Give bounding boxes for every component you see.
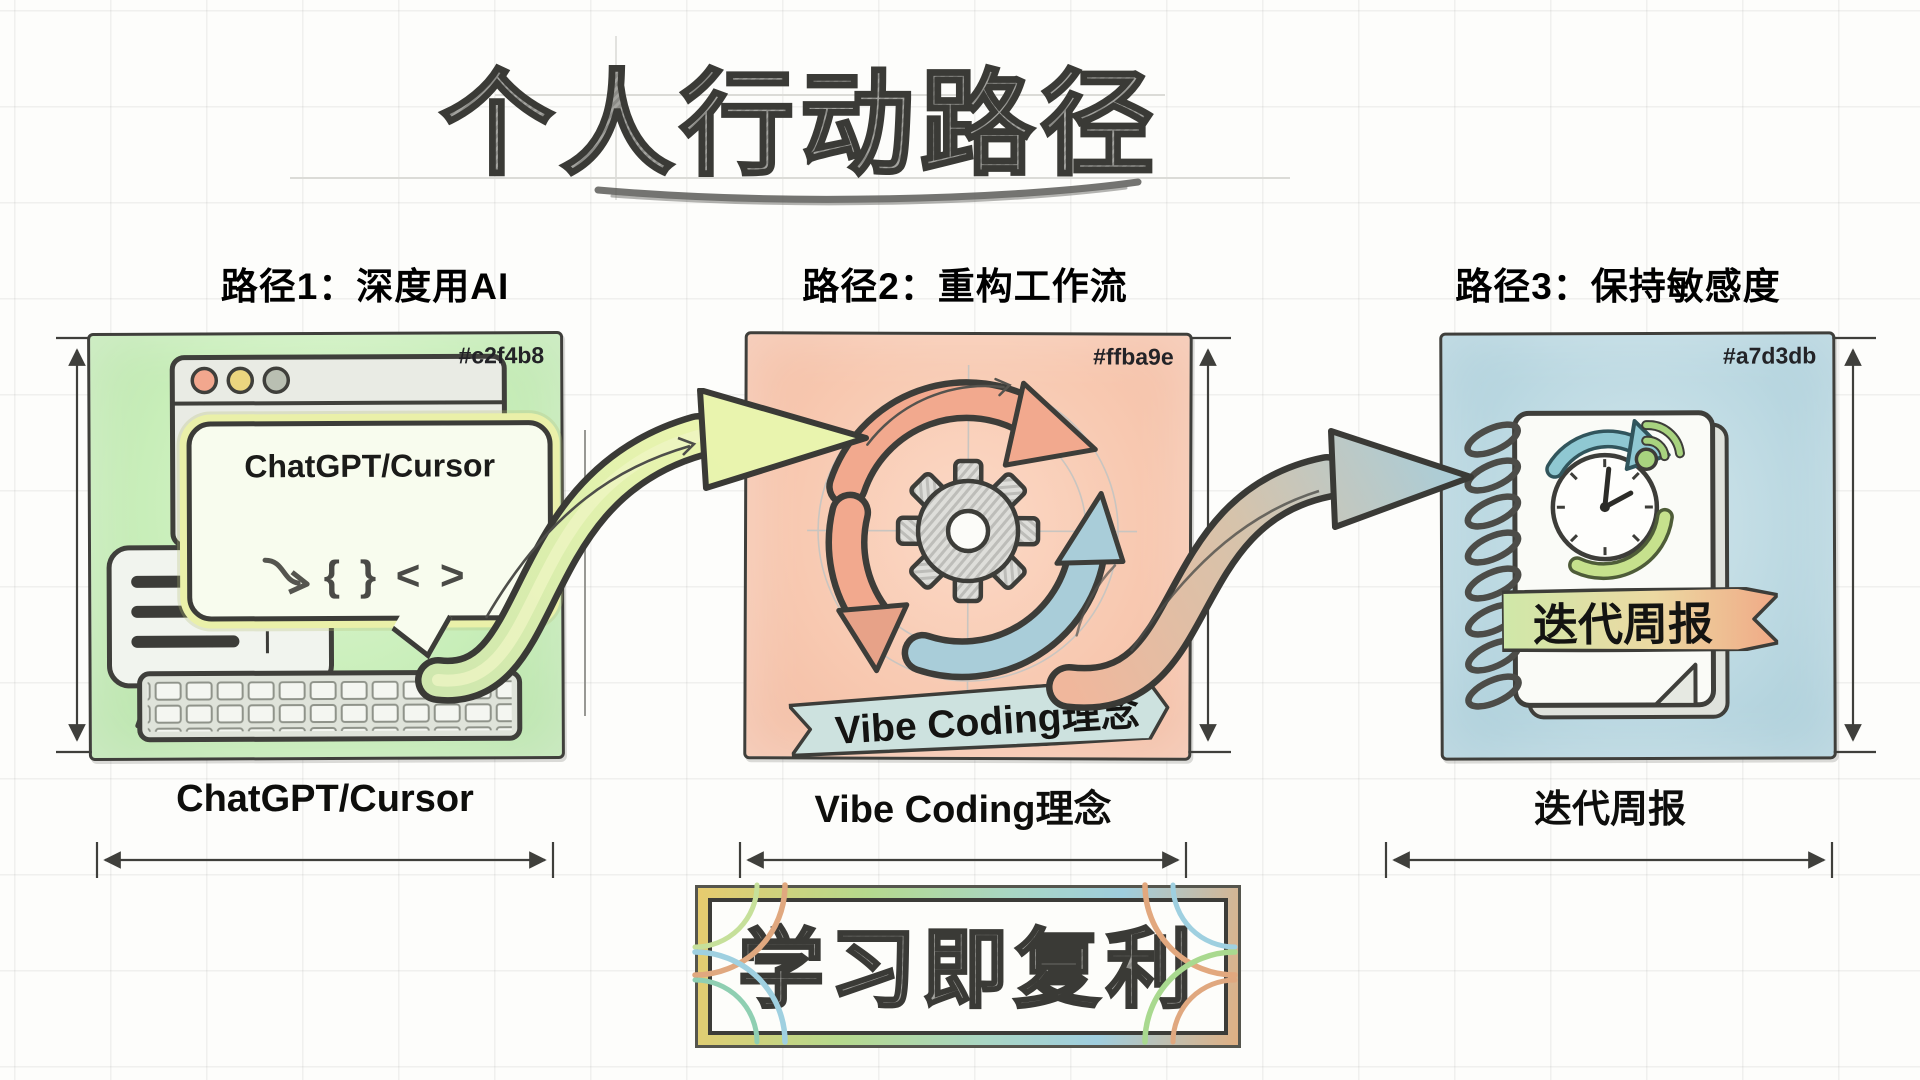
dimension-arrow-vertical [56,336,1876,754]
flow-arrow-2-icon [1046,428,1474,711]
path2-header: 路径2：重构工作流 [802,266,1128,307]
path3-hex-label: #a7d3db [1722,342,1817,369]
path1-header: 路径1：深度用AI [220,266,510,307]
page-title-text: 个人行动路径 [440,62,1160,189]
compound-banner: 学习即复利 [695,885,1241,1048]
clock-refresh-icon [1545,419,1674,581]
curved-arrow-icon [262,557,310,595]
title-underline [594,178,1142,206]
dimension-arrow-horizontal [95,842,1834,878]
path3-bottom-label: 迭代周报 [1533,789,1686,831]
path3-header: 路径3：保持敏感度 [1455,266,1781,307]
notebook-illustration [1464,410,1730,720]
path1-bottom-label: ChatGPT/Cursor [176,778,474,820]
chat-bubble-icon: ChatGPT/Cursor { } < > [186,420,554,622]
path1-hex-label: #c2f4b8 [458,342,545,369]
weekly-report-ribbon: 迭代周报 [1500,585,1780,653]
weekly-report-ribbon-label: 迭代周报 [1532,597,1714,651]
page-title: 个人行动路径 [438,60,1160,190]
flow-arrow-1-icon [415,388,869,704]
path2-box: #ffba9e [743,331,1193,761]
gear-icon [895,458,1041,604]
banner-corner-arcs-icon [692,882,1238,1045]
path2-bottom-label: Vibe Coding理念 [814,789,1112,831]
cycle-gear-illustration [807,364,1138,716]
banner-title-text: 学习即复利 [738,922,1198,1018]
compound-banner-inner: 学习即复利 [708,898,1228,1035]
cycle-arrows-icon [825,377,1126,681]
path3-box: #a7d3db [1439,331,1837,761]
signal-icon [1634,420,1685,471]
banner-title: 学习即复利 [737,920,1198,1019]
path2-hex-label: #ffba9e [1093,343,1174,370]
